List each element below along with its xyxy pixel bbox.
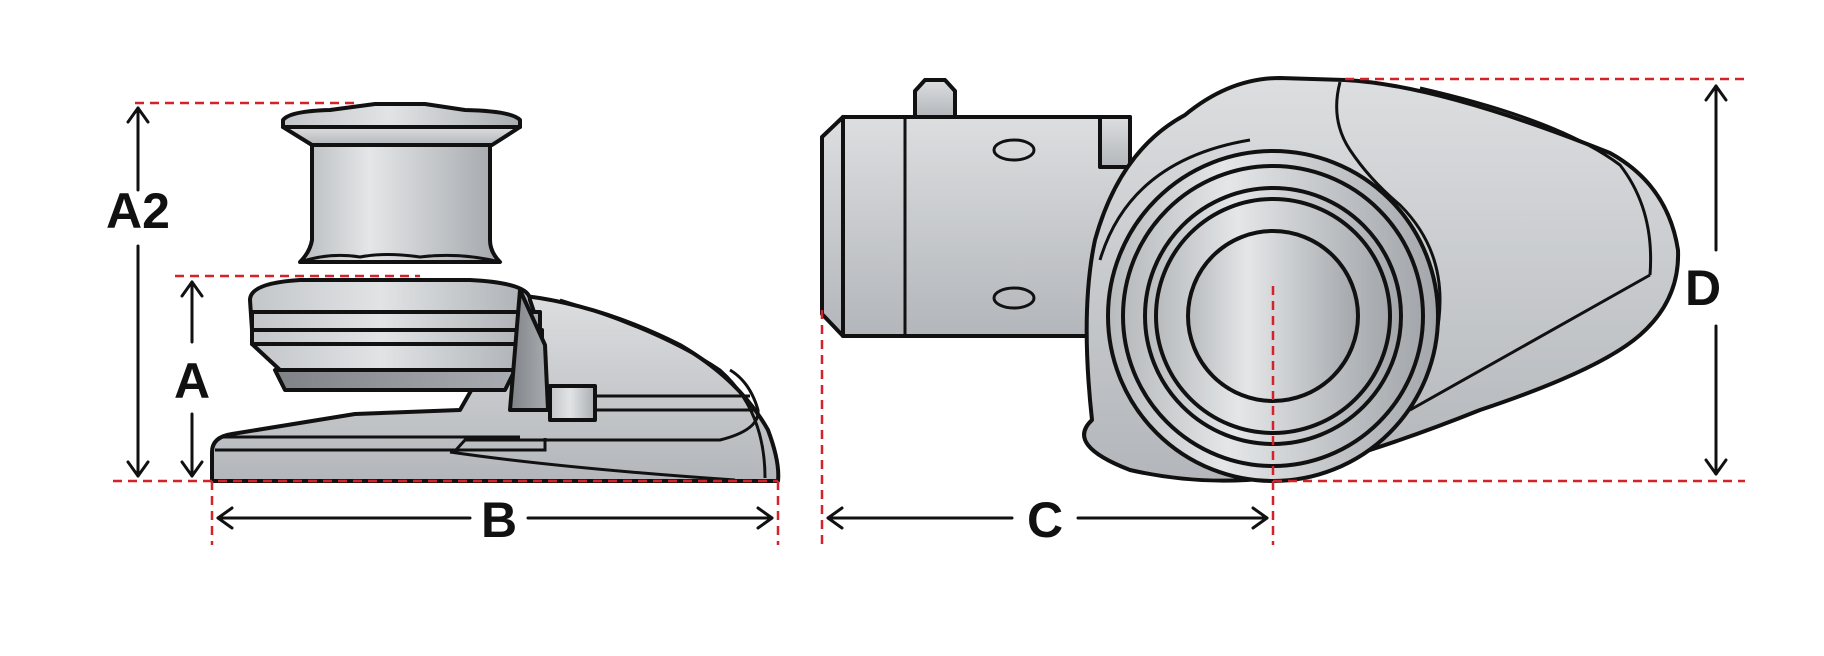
label-c: C (1027, 492, 1063, 548)
label-a2: A2 (106, 183, 170, 239)
gypsy-rim (250, 310, 542, 332)
dimension-b: B (216, 492, 774, 548)
label-d: D (1685, 260, 1721, 316)
motor-endcap (820, 115, 845, 338)
label-a: A (174, 353, 210, 409)
gypsy-lower (250, 342, 542, 372)
dimension-a2: A2 (106, 106, 170, 478)
capstan-flare (281, 125, 522, 147)
side-view (210, 102, 781, 483)
motor-bolt-lower (992, 286, 1036, 310)
motor-body (841, 115, 1132, 338)
dimension-a: A (174, 280, 210, 478)
capstan-top (281, 102, 522, 129)
reference-lines (113, 77, 1745, 545)
capstan-drum (298, 143, 502, 264)
motor-bolt-upper (992, 138, 1036, 162)
dimension-c: C (826, 492, 1269, 548)
top-view (820, 76, 1681, 483)
label-b: B (481, 492, 517, 548)
motor-terminal (913, 78, 957, 119)
dimension-d: D (1685, 84, 1728, 476)
